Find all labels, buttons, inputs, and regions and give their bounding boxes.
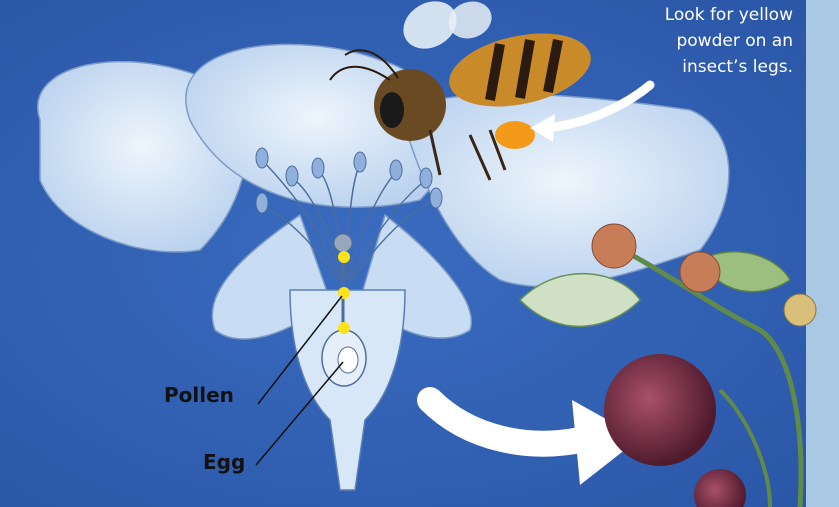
caption-line: insect’s legs. [583,54,793,80]
pollen-dot [338,251,350,263]
egg-label: Egg [203,450,245,474]
pollen-label: Pollen [164,383,234,407]
bee-caption: Look for yellow powder on an insect’s le… [583,2,793,80]
caption-line: Look for yellow [583,2,793,28]
caption-line: powder on an [583,28,793,54]
pollen-dot [338,287,350,299]
pollen-dot [338,322,350,334]
stigma [334,234,352,252]
egg-cell [338,347,358,373]
side-strip [806,0,839,507]
